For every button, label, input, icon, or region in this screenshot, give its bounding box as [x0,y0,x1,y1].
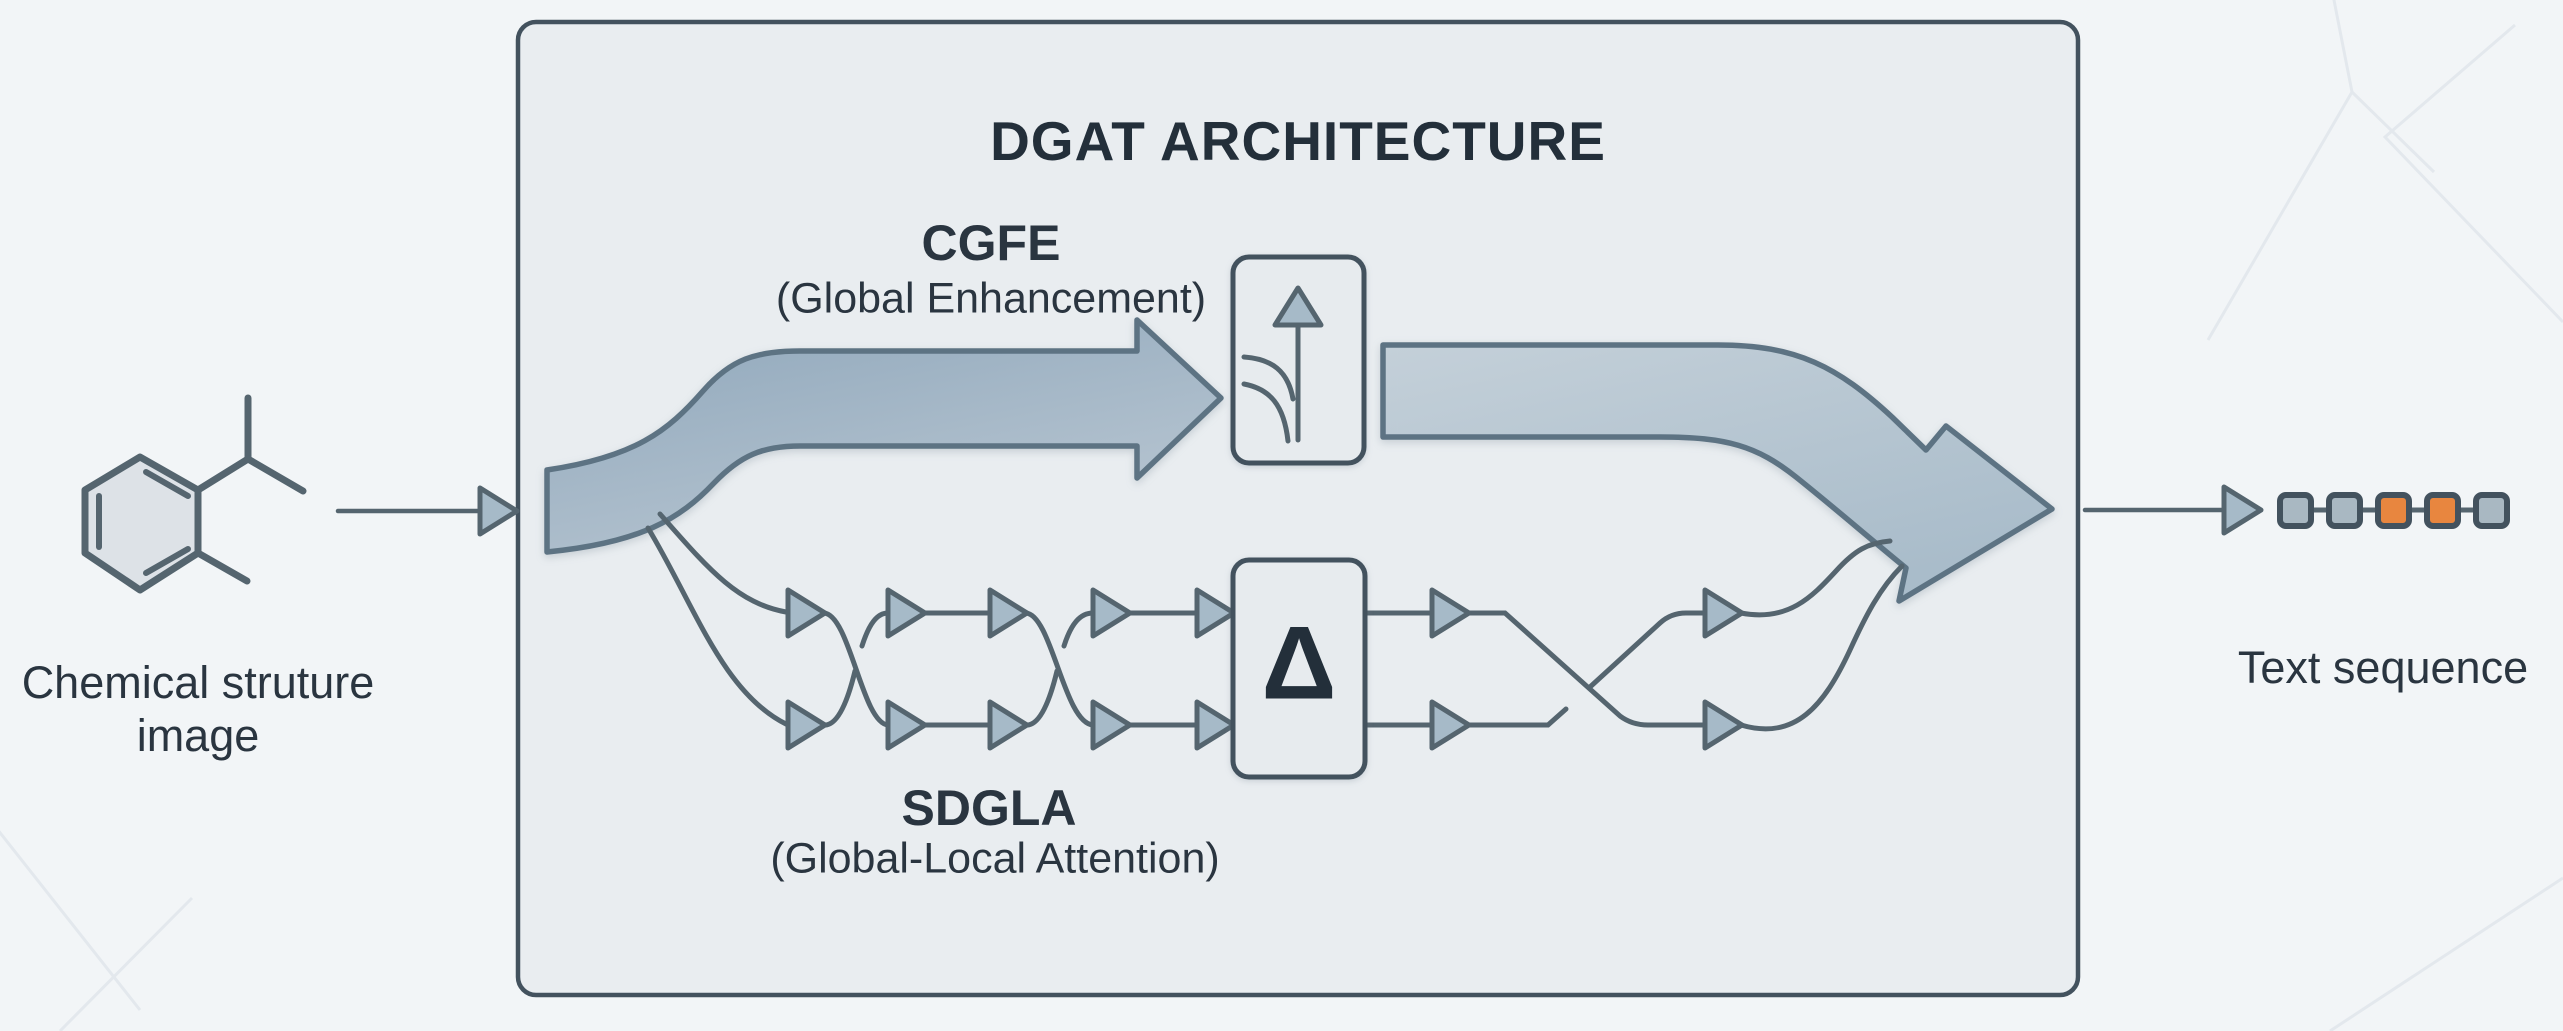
sdgla-label: SDGLA [901,780,1077,836]
input-arrowhead-icon [480,488,517,534]
cgfe-module [1230,254,1367,466]
chemical-structure-drawing [81,394,307,594]
token-square [2326,492,2363,529]
output-label: Text sequence [2237,642,2529,693]
delta-module-box [1230,557,1368,780]
output-arrowhead-icon [2224,487,2261,533]
token-square [2424,492,2461,529]
input-label: Chemical struture image [21,657,375,761]
token-square [2473,492,2510,529]
token-square [2375,492,2412,529]
diagram-title: DGAT ARCHITECTURE [990,110,1606,172]
cgfe-subtitle: (Global Enhancement) [775,274,1207,323]
cgfe-flow-band [544,317,1224,555]
delta-symbol: Δ [1261,605,1337,722]
architecture-box [515,19,2081,998]
sdgla-network [645,511,1905,748]
merge-arrow-icon [1241,288,1321,444]
sdgla-subtitle: (Global-Local Attention) [770,834,1220,883]
input-arrow [335,488,517,534]
token-square [2277,492,2314,529]
cgfe-label: CGFE [921,215,1061,271]
